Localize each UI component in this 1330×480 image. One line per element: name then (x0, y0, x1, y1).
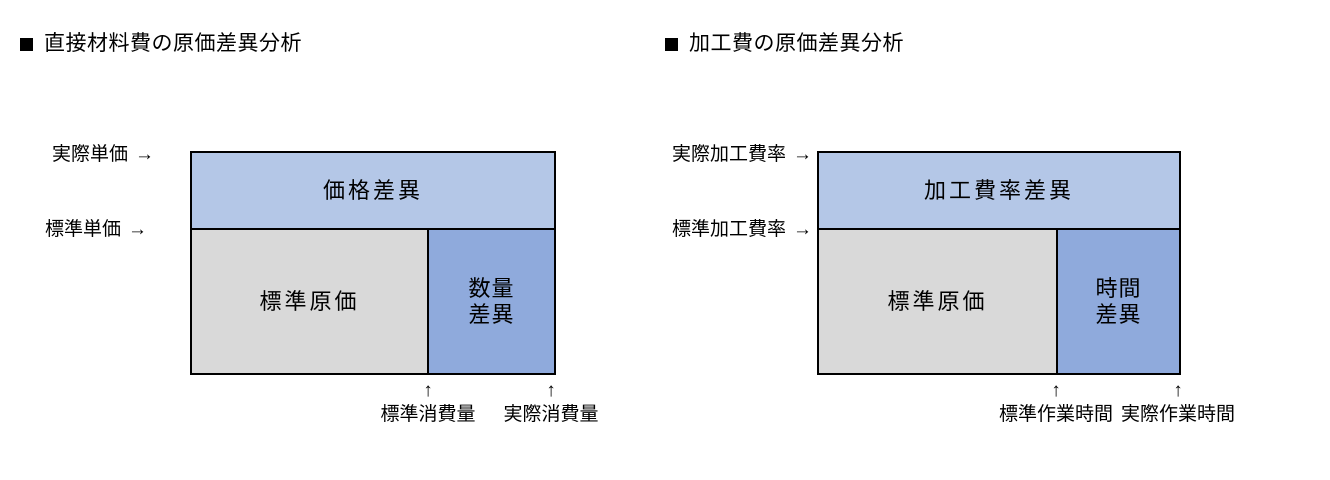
standard-cost-label: 標準原価 (259, 288, 360, 314)
arrow-up-icon: ↑ (423, 380, 433, 401)
square-bullet-icon (665, 38, 678, 51)
arrow-up-icon: ↑ (546, 380, 556, 401)
standard-cost-cell: 標準原価 (192, 230, 429, 373)
actual-quantity-marker: ↑ 実際消費量 (503, 381, 598, 424)
standard-cost-cell: 標準原価 (819, 230, 1058, 373)
rate-variance-label: 価格差異 (322, 177, 423, 203)
rate-variance-label: 加工費率差異 (923, 177, 1074, 203)
section-title-text: 直接材料費の原価差異分析 (44, 31, 302, 55)
actual-rate-text: 実際単価 (52, 144, 129, 165)
variance-box-direct-material: 価格差異 標準原価 数量 差異 (190, 151, 556, 375)
standard-time-marker: ↑ 標準作業時間 (999, 381, 1113, 424)
actual-quantity-label: 実際消費量 (503, 404, 599, 425)
actual-rate-axis-label: 実際単価 → (52, 145, 154, 164)
arrow-up-icon: ↑ (1173, 380, 1183, 401)
quantity-variance-label: 数量 差異 (468, 275, 515, 327)
arrow-right-icon: → (793, 144, 812, 165)
standard-cost-label: 標準原価 (887, 288, 988, 314)
variance-box-lower-row: 標準原価 時間 差異 (819, 230, 1179, 373)
standard-rate-text: 標準加工費率 (671, 219, 786, 240)
actual-time-label: 実際作業時間 (1120, 404, 1236, 425)
arrow-right-icon: → (793, 219, 812, 240)
section-title-processing-cost: 加工費の原価差異分析 (665, 33, 904, 54)
rate-variance-cell: 価格差異 (192, 153, 554, 230)
time-variance-label: 時間 差異 (1095, 275, 1142, 327)
standard-quantity-marker: ↑ 標準消費量 (380, 381, 475, 424)
standard-rate-axis-label: 標準加工費率 → (632, 220, 812, 239)
section-title-text: 加工費の原価差異分析 (689, 31, 904, 55)
arrow-right-icon: → (135, 144, 155, 165)
diagram-processing-cost: 加工費の原価差異分析 実際加工費率 → 標準加工費率 → 加工費率差異 標準原価 時… (640, 0, 1330, 480)
rate-variance-cell: 加工費率差異 (819, 153, 1179, 230)
variance-box-processing-cost: 加工費率差異 標準原価 時間 差異 (817, 151, 1181, 375)
variance-box-lower-row: 標準原価 数量 差異 (192, 230, 554, 373)
standard-rate-text: 標準単価 (45, 219, 122, 240)
diagram-direct-material: 直接材料費の原価差異分析 実際単価 → 標準単価 → 価格差異 標準原価 数量 差異… (0, 0, 640, 480)
arrow-right-icon: → (128, 219, 148, 240)
actual-time-marker: ↑ 実際作業時間 (1121, 381, 1235, 424)
arrow-up-icon: ↑ (1051, 380, 1061, 401)
actual-rate-text: 実際加工費率 (671, 144, 786, 165)
quantity-variance-cell: 数量 差異 (429, 230, 554, 373)
standard-quantity-label: 標準消費量 (380, 404, 476, 425)
actual-rate-axis-label: 実際加工費率 → (640, 145, 812, 164)
standard-time-label: 標準作業時間 (998, 404, 1114, 425)
square-bullet-icon (20, 38, 33, 51)
section-title-direct-material: 直接材料費の原価差異分析 (20, 33, 302, 54)
time-variance-cell: 時間 差異 (1058, 230, 1179, 373)
standard-rate-axis-label: 標準単価 → (45, 220, 147, 239)
